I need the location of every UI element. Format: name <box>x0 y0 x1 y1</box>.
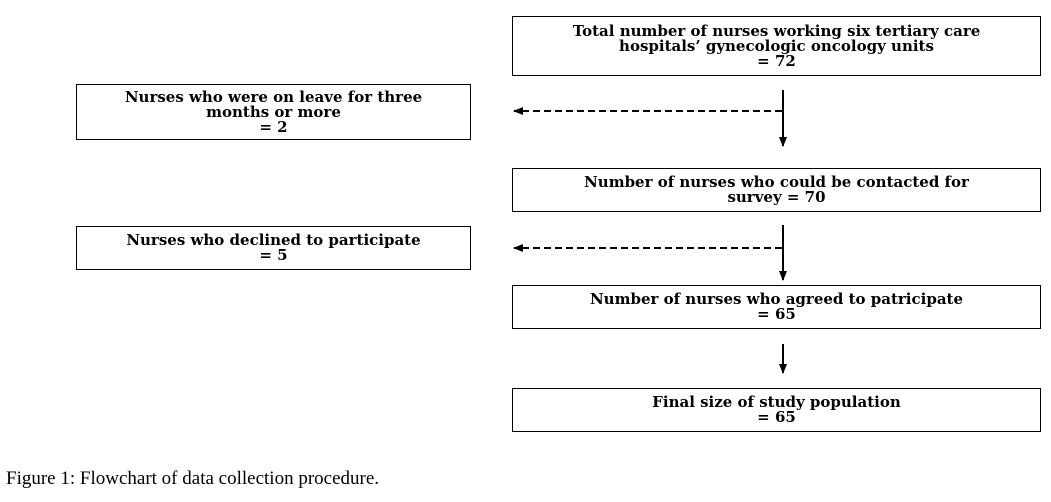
box-agreed-line-1: Number of nurses who agreed to patricipa… <box>589 290 964 308</box>
box-nurses-agreed: Number of nurses who agreed to patricipa… <box>512 285 1041 329</box>
box-final-line-2: = 65 <box>757 408 796 426</box>
box-agreed-line-2: = 65 <box>757 305 796 323</box>
figure-caption-text: Flowchart of data collection procedure. <box>79 468 380 489</box>
box-total-line-2: hospitals’ gynecologic oncology units <box>619 36 934 55</box>
box-total-line-3: = 72 <box>757 51 796 70</box>
box-leave-line-2: months or more <box>206 102 341 121</box>
figure-caption: Figure 1: Flowchart of data collection p… <box>6 468 379 490</box>
box-total-line-1: Total number of nurses working six terti… <box>572 21 981 40</box>
box-leave-line-1: Nurses who were on leave for three <box>124 87 423 106</box>
box-final-study-population: Final size of study population = 65 <box>512 388 1041 432</box>
box-total-nurses: Total number of nurses working six terti… <box>512 16 1041 76</box>
box-final-line-1: Final size of study population <box>652 393 901 411</box>
box-leave-line-3: = 2 <box>259 117 288 136</box>
box-nurses-declined: Nurses who declined to participate = 5 <box>76 226 471 270</box>
box-contacted-line-1: Number of nurses who could be contacted … <box>584 173 969 191</box>
figure-caption-label: Figure 1: <box>6 468 76 489</box>
box-contacted-line-2: survey = 70 <box>727 188 826 206</box>
box-nurses-on-leave: Nurses who were on leave for three month… <box>76 84 471 140</box>
box-declined-line-1: Nurses who declined to participate <box>126 231 421 249</box>
box-declined-line-2: = 5 <box>259 246 288 264</box>
box-nurses-contacted: Number of nurses who could be contacted … <box>512 168 1041 212</box>
